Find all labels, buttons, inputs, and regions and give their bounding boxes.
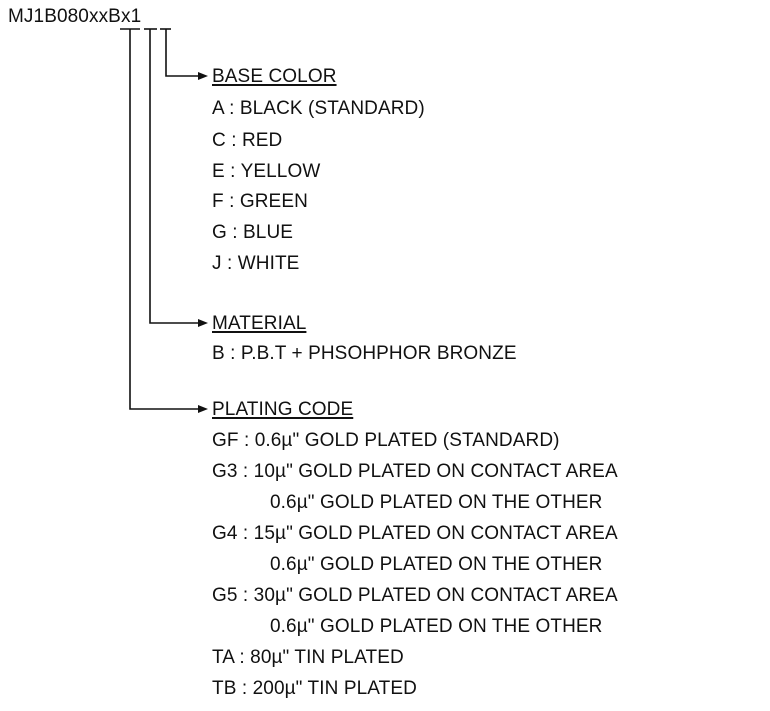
part-number-prefix: MJ1B080 bbox=[8, 6, 89, 27]
plating-code-option: G5 : 30µ" GOLD PLATED ON CONTACT AREA bbox=[212, 585, 618, 606]
plating-code-option: G3 : 10µ" GOLD PLATED ON CONTACT AREA bbox=[212, 461, 618, 482]
material-option: B : P.B.T + PHSOHPHOR BRONZE bbox=[212, 343, 517, 364]
plating-arrowhead bbox=[198, 405, 208, 413]
plating-code-option-continuation: 0.6µ" GOLD PLATED ON THE OTHER bbox=[270, 616, 603, 637]
plating-connector bbox=[129, 29, 200, 410]
base-color-connector bbox=[165, 29, 200, 77]
plating-code-option: TB : 200µ" TIN PLATED bbox=[212, 678, 417, 699]
part-number-suffix: 1 bbox=[130, 6, 142, 27]
material-field-marker: B bbox=[108, 6, 121, 27]
material-connector bbox=[149, 29, 200, 324]
color-field-marker: x bbox=[120, 6, 131, 27]
part-number-code: MJ1B080xxBx1 bbox=[8, 6, 141, 28]
base-color-option: E : YELLOW bbox=[212, 161, 321, 182]
base-color-arrowhead bbox=[198, 72, 208, 80]
base-color-option: J : WHITE bbox=[212, 253, 300, 274]
plating-code-option-continuation: 0.6µ" GOLD PLATED ON THE OTHER bbox=[270, 554, 603, 575]
plating-code-option-continuation: 0.6µ" GOLD PLATED ON THE OTHER bbox=[270, 492, 603, 513]
base-color-option: A : BLACK (STANDARD) bbox=[212, 98, 425, 119]
base-color-option: F : GREEN bbox=[212, 191, 308, 212]
material-arrowhead bbox=[198, 319, 208, 327]
base-color-heading: BASE COLOR bbox=[212, 66, 337, 87]
plating-field-marker: xx bbox=[88, 6, 109, 27]
base-color-option: C : RED bbox=[212, 130, 283, 151]
plating-code-option: G4 : 15µ" GOLD PLATED ON CONTACT AREA bbox=[212, 523, 618, 544]
plating-code-heading: PLATING CODE bbox=[212, 399, 354, 420]
plating-code-option: TA : 80µ" TIN PLATED bbox=[212, 647, 404, 668]
plating-code-option: GF : 0.6µ" GOLD PLATED (STANDARD) bbox=[212, 430, 560, 451]
material-heading: MATERIAL bbox=[212, 313, 307, 334]
base-color-option: G : BLUE bbox=[212, 222, 294, 243]
